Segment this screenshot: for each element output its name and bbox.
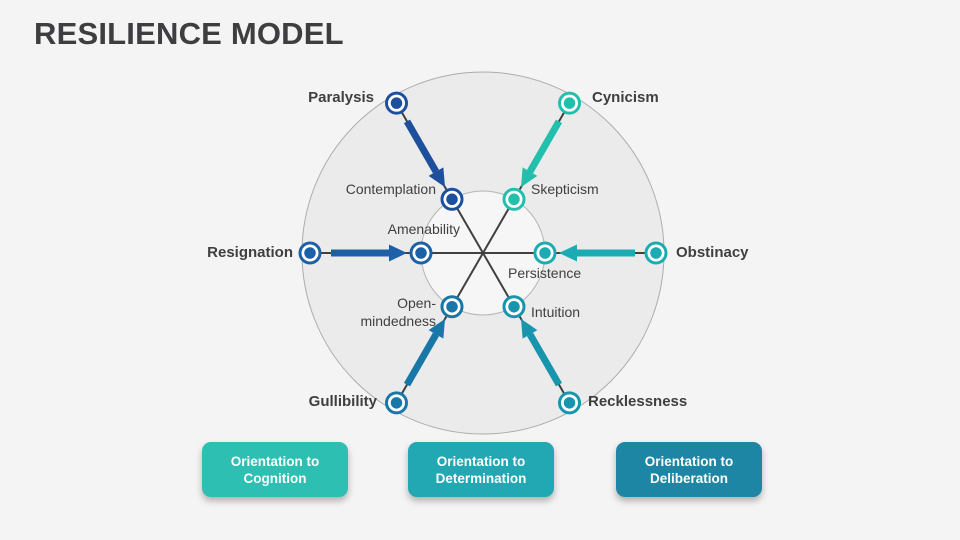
legend-orientation-to-deliberation: Orientation to Deliberation: [616, 442, 762, 497]
inner-label-persistence: Persistence: [508, 265, 582, 281]
outer-label-cynicism: Cynicism: [592, 89, 659, 106]
arrow-head-cynicism: [521, 167, 538, 188]
inner-marker-core-paralysis: [446, 193, 458, 206]
page-title: RESILIENCE MODEL: [34, 16, 344, 51]
inner-label-amenability: Amenability: [387, 221, 460, 237]
inner-label-open-mindedness: Open- mindedness: [360, 295, 437, 329]
outer-marker-core-obstinacy: [650, 247, 662, 259]
arrow-shaft-gullibility: [403, 332, 440, 387]
outer-marker-core-gullibility: [390, 397, 403, 409]
inner-label-intuition: Intuition: [531, 304, 581, 320]
arrow-shaft-paralysis: [403, 119, 440, 174]
inner-marker-core-cynicism: [508, 193, 520, 206]
outer-marker-core-recklessness: [563, 397, 576, 409]
inner-marker-core-gullibility: [446, 300, 458, 313]
arrow-head-recklessness: [521, 318, 538, 339]
inner-label-contemplation: Contemplation: [345, 181, 436, 197]
outer-label-paralysis: Paralysis: [308, 89, 374, 106]
outer-label-resignation: Resignation: [207, 244, 293, 261]
arrow-shaft-recklessness: [526, 332, 563, 387]
arrow-shaft-cynicism: [526, 119, 563, 174]
arrow-head-obstinacy: [559, 244, 577, 262]
outer-marker-core-cynicism: [563, 97, 576, 109]
outer-marker-core-paralysis: [390, 97, 403, 109]
legend-label: Orientation to Deliberation: [644, 453, 734, 486]
legend-label: Orientation to Cognition: [230, 453, 320, 486]
outer-label-recklessness: Recklessness: [588, 393, 688, 410]
arrow-head-paralysis: [428, 167, 445, 188]
inner-marker-core-recklessness: [508, 300, 520, 313]
outer-marker-core-resignation: [304, 247, 316, 259]
outer-label-gullibility: Gullibility: [308, 393, 377, 410]
arrow-head-gullibility: [428, 318, 445, 339]
inner-label-skepticism: Skepticism: [531, 181, 599, 197]
arrow-head-resignation: [389, 244, 407, 262]
inner-marker-core-resignation: [415, 247, 427, 259]
inner-marker-core-obstinacy: [539, 247, 551, 259]
legend-orientation-to-determination: Orientation to Determination: [408, 442, 554, 497]
legend-label: Orientation to Determination: [435, 453, 527, 486]
legend-orientation-to-cognition: Orientation to Cognition: [202, 442, 348, 497]
outer-label-obstinacy: Obstinacy: [676, 244, 749, 261]
